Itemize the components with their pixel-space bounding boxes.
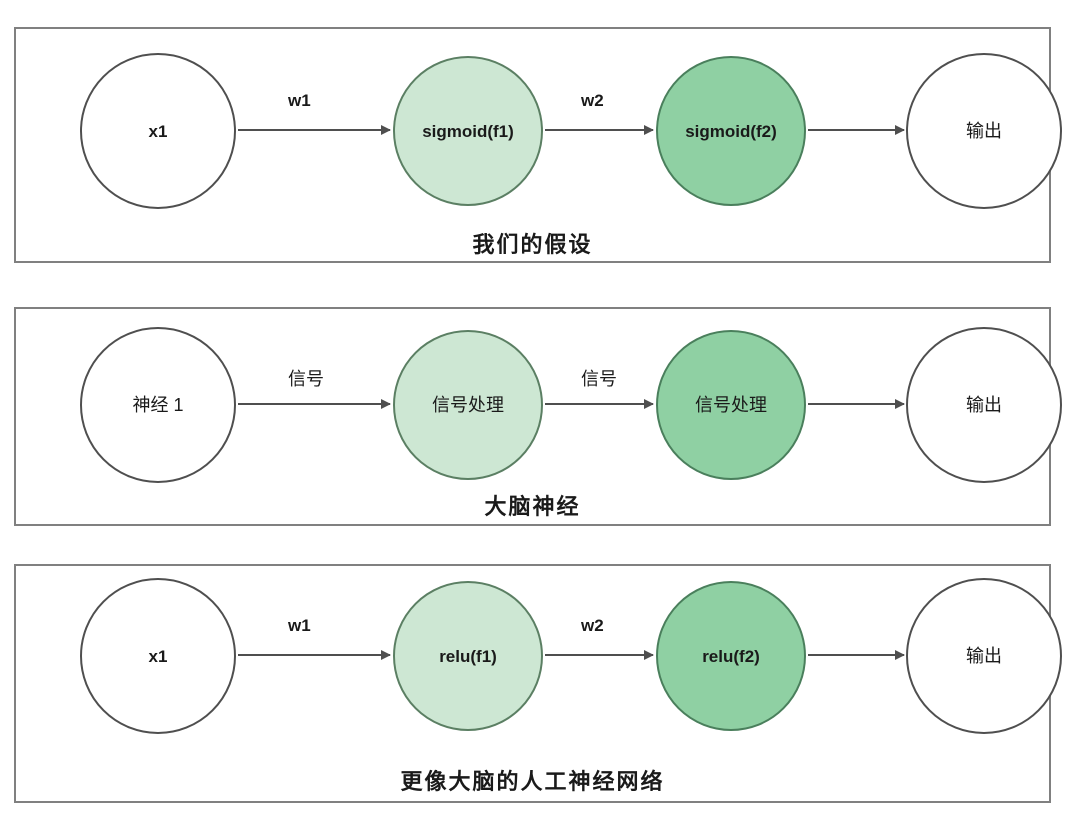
node-hidden-1: relu(f1) (393, 581, 543, 731)
node-label: x1 (148, 646, 168, 666)
node-label: 神经 1 (132, 395, 184, 415)
node-label: x1 (148, 121, 168, 141)
node-label: 输出 (966, 646, 1002, 666)
node-hidden-2: 信号处理 (656, 330, 806, 480)
node-label: 信号处理 (695, 395, 767, 415)
edge-label-w1: w1 (288, 616, 311, 635)
node-label: sigmoid(f1) (422, 121, 514, 141)
edge-label-signal-1: 信号 (288, 369, 324, 389)
node-label: relu(f1) (439, 646, 497, 666)
edge-arrow-2 (545, 125, 654, 135)
edge-arrow-1 (238, 650, 391, 660)
panel-relu-network: x1 w1 relu(f1) w2 relu(f2) 输出 更像大脑的人工神经网… (14, 564, 1062, 803)
edge-label-signal-2: 信号 (581, 369, 617, 389)
edge-label-w2: w2 (581, 91, 604, 110)
node-row: x1 w1 sigmoid(f1) w2 sigmoid(f2) 输出 (16, 53, 1062, 213)
panel-brain-neuron: 神经 1 信号 信号处理 信号 信号处理 输出 大脑神经 (14, 307, 1062, 526)
node-hidden-1: 信号处理 (393, 330, 543, 480)
node-hidden-2: sigmoid(f2) (656, 56, 806, 206)
node-label: sigmoid(f2) (685, 121, 777, 141)
panel-caption: 更像大脑的人工神经网络 (400, 769, 665, 794)
node-output: 输出 (906, 53, 1062, 209)
node-label: 信号处理 (432, 395, 504, 415)
edge-arrow-3 (808, 650, 905, 660)
node-input: x1 (80, 53, 236, 209)
edge-arrow-1 (238, 125, 391, 135)
node-row: 神经 1 信号 信号处理 信号 信号处理 输出 (16, 327, 1062, 487)
edge-arrow-3 (808, 399, 905, 409)
node-label: 输出 (966, 395, 1002, 415)
panel-caption: 我们的假设 (472, 232, 593, 257)
edge-arrow-2 (545, 399, 654, 409)
node-label: relu(f2) (702, 646, 760, 666)
node-label: 输出 (966, 121, 1002, 141)
node-input: x1 (80, 578, 236, 734)
edge-arrow-2 (545, 650, 654, 660)
edge-arrow-3 (808, 125, 905, 135)
panel-hypothesis: x1 w1 sigmoid(f1) w2 sigmoid(f2) 输出 我们的假… (14, 27, 1062, 263)
panel-caption: 大脑神经 (484, 494, 581, 519)
node-output: 输出 (906, 327, 1062, 483)
node-hidden-1: sigmoid(f1) (393, 56, 543, 206)
node-output: 输出 (906, 578, 1062, 734)
node-row: x1 w1 relu(f1) w2 relu(f2) 输出 (16, 578, 1062, 738)
node-hidden-2: relu(f2) (656, 581, 806, 731)
node-input: 神经 1 (80, 327, 236, 483)
edge-arrow-1 (238, 399, 391, 409)
edge-label-w1: w1 (288, 91, 311, 110)
edge-label-w2: w2 (581, 616, 604, 635)
